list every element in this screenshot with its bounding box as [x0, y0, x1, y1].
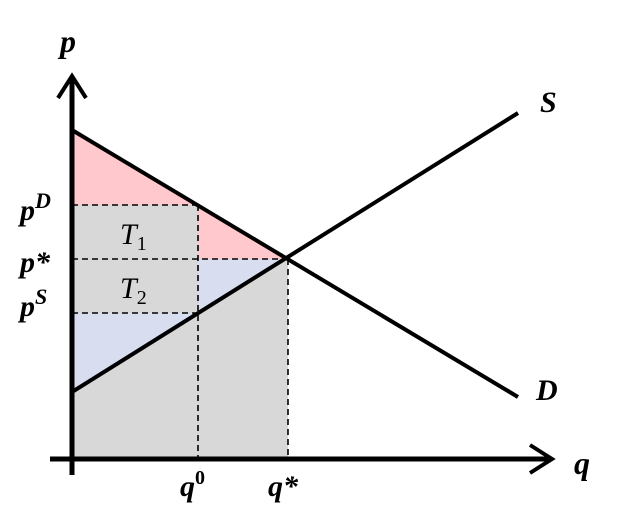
y-axis-label: p — [57, 23, 76, 59]
t2-base: T — [120, 272, 139, 305]
t1-label: T1 — [120, 218, 147, 255]
demand-label: D — [535, 374, 558, 407]
q0-base: q — [180, 470, 195, 503]
t1-subscript: 1 — [137, 233, 147, 255]
pS-base: p — [17, 290, 35, 323]
supply-label: S — [540, 86, 557, 119]
t2-subscript: 2 — [137, 287, 147, 309]
q0-tick-label: q0 — [180, 467, 205, 503]
qstar-tick-label: q* — [268, 470, 299, 503]
tax-rect-t2 — [72, 259, 198, 313]
t1-base: T — [120, 218, 139, 251]
x-axis-label: q — [574, 445, 590, 481]
t2-label: T2 — [120, 272, 147, 309]
pS-tick-label: pS — [17, 284, 47, 323]
x-axis-arrowhead — [528, 443, 556, 475]
grey-region — [72, 259, 288, 459]
pS-superscript: S — [35, 284, 47, 309]
supply-curve — [70, 111, 520, 394]
demand-curve — [70, 128, 520, 399]
y-axis-arrowhead — [56, 72, 88, 100]
q0-superscript: 0 — [195, 467, 205, 489]
tax-rect-t1 — [72, 205, 198, 259]
pD-tick-label: pD — [17, 188, 51, 227]
pstar-tick-label: p* — [17, 246, 51, 279]
pD-base: p — [17, 194, 35, 227]
pD-superscript: D — [34, 188, 51, 213]
